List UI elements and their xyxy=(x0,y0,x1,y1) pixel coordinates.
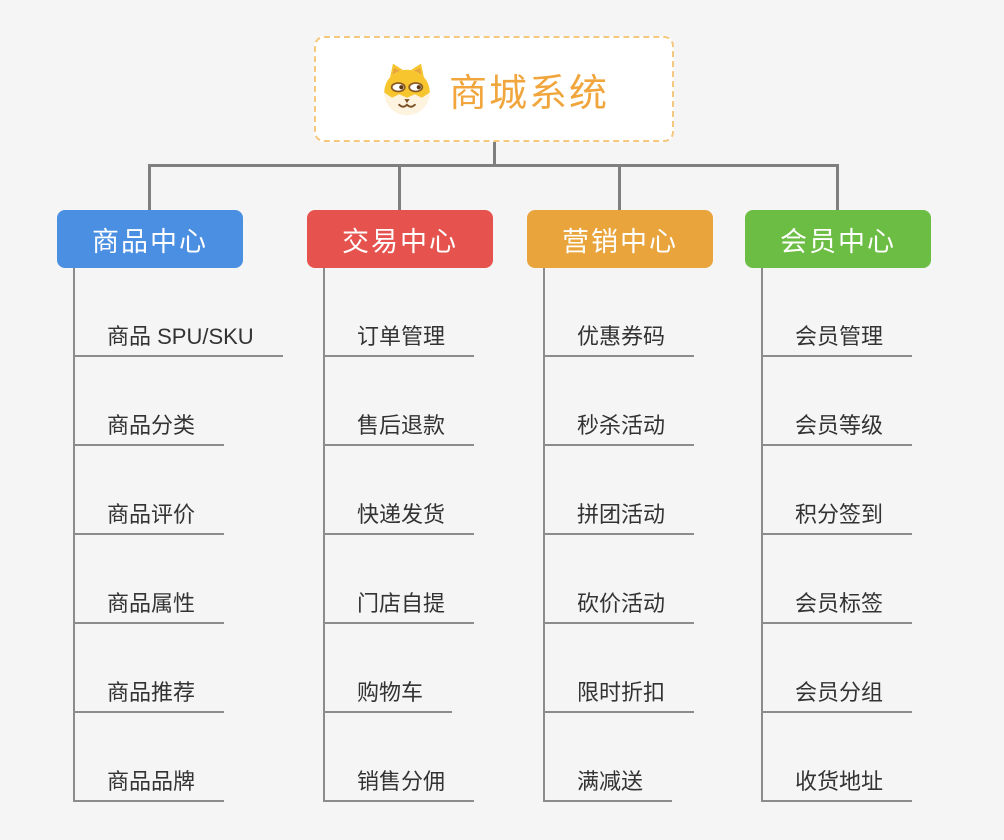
root-node[interactable]: 商城系统 xyxy=(314,36,674,142)
branch-header-member[interactable]: 会员中心 xyxy=(745,210,931,268)
leaf-label: 快递发货 xyxy=(357,502,446,527)
leaf-item[interactable]: 会员管理 xyxy=(761,313,913,357)
leaf-item[interactable]: 商品品牌 xyxy=(73,758,225,802)
leaf-item[interactable]: 拼团活动 xyxy=(543,491,695,535)
leaf-item[interactable]: 销售分佣 xyxy=(323,758,475,802)
branch-spine-member xyxy=(761,268,763,802)
leaf-item[interactable]: 商品推荐 xyxy=(73,669,225,713)
connector-drop-trade xyxy=(398,164,401,210)
leaf-label: 购物车 xyxy=(357,680,424,705)
leaf-item[interactable]: 砍价活动 xyxy=(543,580,695,624)
branch-spine-marketing xyxy=(543,268,545,802)
leaf-label: 拼团活动 xyxy=(577,502,666,527)
leaf-label: 限时折扣 xyxy=(577,680,666,705)
leaf-item[interactable]: 限时折扣 xyxy=(543,669,695,713)
leaf-label: 满减送 xyxy=(577,769,644,794)
leaf-label: 商品 SPU/SKU xyxy=(107,324,254,349)
leaf-item[interactable]: 商品 SPU/SKU xyxy=(73,313,283,357)
connector-drop-member xyxy=(836,164,839,210)
dog-icon xyxy=(379,61,435,117)
leaf-label: 商品评价 xyxy=(107,502,196,527)
leaf-label: 销售分佣 xyxy=(357,769,446,794)
leaf-label: 会员标签 xyxy=(795,591,884,616)
leaf-item[interactable]: 满减送 xyxy=(543,758,673,802)
branch-header-goods[interactable]: 商品中心 xyxy=(57,210,243,268)
connector-root-stem xyxy=(493,142,496,165)
leaf-label: 秒杀活动 xyxy=(577,413,666,438)
leaf-item[interactable]: 积分签到 xyxy=(761,491,913,535)
leaf-label: 订单管理 xyxy=(357,324,446,349)
root-title: 商城系统 xyxy=(448,72,609,115)
connector-crossbar xyxy=(149,164,839,167)
branch-header-marketing[interactable]: 营销中心 xyxy=(527,210,713,268)
branch-spine-goods xyxy=(73,268,75,802)
leaf-label: 会员管理 xyxy=(795,324,884,349)
leaf-label: 会员分组 xyxy=(795,680,884,705)
leaf-item[interactable]: 会员标签 xyxy=(761,580,913,624)
connector-drop-marketing xyxy=(618,164,621,210)
leaf-label: 收货地址 xyxy=(795,769,884,794)
leaf-item[interactable]: 售后退款 xyxy=(323,402,475,446)
leaf-item[interactable]: 商品分类 xyxy=(73,402,225,446)
leaf-label: 商品分类 xyxy=(107,413,196,438)
leaf-label: 商品属性 xyxy=(107,591,196,616)
leaf-label: 门店自提 xyxy=(357,591,446,616)
leaf-item[interactable]: 秒杀活动 xyxy=(543,402,695,446)
leaf-item[interactable]: 优惠券码 xyxy=(543,313,695,357)
leaf-label: 售后退款 xyxy=(357,413,446,438)
leaf-item[interactable]: 购物车 xyxy=(323,669,453,713)
leaf-item[interactable]: 收货地址 xyxy=(761,758,913,802)
leaf-label: 积分签到 xyxy=(795,502,884,527)
leaf-item[interactable]: 会员分组 xyxy=(761,669,913,713)
leaf-item[interactable]: 会员等级 xyxy=(761,402,913,446)
leaf-item[interactable]: 门店自提 xyxy=(323,580,475,624)
leaf-label: 商品推荐 xyxy=(107,680,196,705)
connector-drop-goods xyxy=(148,164,151,210)
branch-spine-trade xyxy=(323,268,325,802)
leaf-item[interactable]: 订单管理 xyxy=(323,313,475,357)
leaf-item[interactable]: 商品属性 xyxy=(73,580,225,624)
leaf-item[interactable]: 快递发货 xyxy=(323,491,475,535)
leaf-label: 商品品牌 xyxy=(107,769,196,794)
leaf-label: 砍价活动 xyxy=(577,591,666,616)
branch-header-trade[interactable]: 交易中心 xyxy=(307,210,493,268)
leaf-item[interactable]: 商品评价 xyxy=(73,491,225,535)
leaf-label: 优惠券码 xyxy=(577,324,666,349)
leaf-label: 会员等级 xyxy=(795,413,884,438)
